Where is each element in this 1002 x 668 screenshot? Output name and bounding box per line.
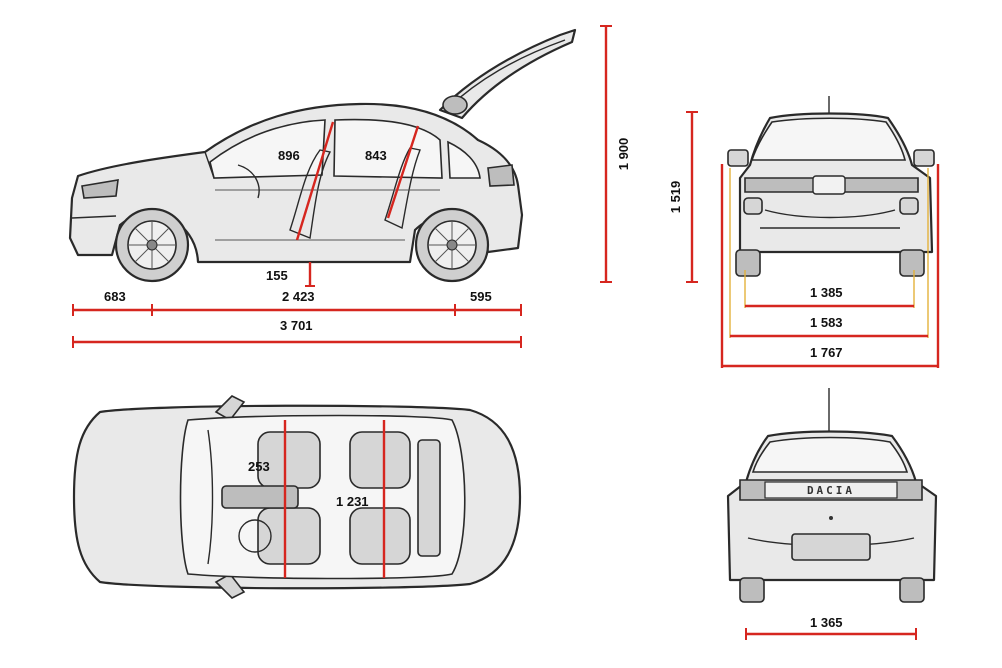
height-label: 1 519 <box>668 181 683 214</box>
front-seat-outline <box>289 149 332 239</box>
front-tyre-left <box>735 249 761 277</box>
headlight <box>81 179 119 199</box>
front-headroom-line <box>295 121 335 241</box>
rear-seat-outline <box>384 147 421 230</box>
open-tailgate <box>438 28 577 120</box>
rear-tyre-left <box>739 577 765 603</box>
mirror-right <box>913 149 935 167</box>
rear-logo: DACIA <box>807 484 855 497</box>
side-window-front <box>209 119 326 179</box>
rear-badge-panel <box>764 481 898 499</box>
front-seat-right <box>257 507 321 565</box>
rear-bench-right <box>349 507 411 565</box>
side-view: 896 843 155 1 900 683 2 423 595 3 701 <box>68 25 631 348</box>
rear-headroom-label: 843 <box>365 148 387 163</box>
top-view: 253 1 231 <box>72 395 522 599</box>
mirror-left <box>727 149 749 167</box>
width-mirrors-label: 1 767 <box>810 345 843 360</box>
front-tyre-right <box>899 249 925 277</box>
parcel-shelf <box>417 439 441 557</box>
windscreen <box>750 117 907 161</box>
wheelbase-label: 2 423 <box>282 289 315 304</box>
front-logo-plate <box>812 175 846 195</box>
width-body-label: 1 583 <box>810 315 843 330</box>
rear-bench-left <box>349 431 411 489</box>
fog-light-right <box>899 197 919 215</box>
overall-length-label: 3 701 <box>280 318 313 333</box>
fog-light-left <box>743 197 763 215</box>
front-headroom-label: 896 <box>278 148 300 163</box>
rear-track-label: 1 365 <box>810 615 843 630</box>
tailgate-hinge <box>442 95 468 115</box>
front-seat-offset-label: 253 <box>248 459 270 474</box>
rear-window <box>751 436 909 473</box>
steering-wheel <box>237 164 260 199</box>
ground-clearance-label: 155 <box>266 268 288 283</box>
rear-plate-recess <box>791 533 871 561</box>
front-view: 1 519 1 385 1 583 1 767 <box>668 96 940 368</box>
rear-view: DACIA 1 365 <box>726 388 938 640</box>
taillight <box>487 164 515 187</box>
front-overhang-label: 683 <box>104 289 126 304</box>
front-wheel <box>114 207 190 283</box>
interior-width-label: 1 231 <box>336 494 369 509</box>
front-track-label: 1 385 <box>810 285 843 300</box>
rear-overhang-label: 595 <box>470 289 492 304</box>
center-console <box>221 485 299 509</box>
height-open-label: 1 900 <box>616 138 631 171</box>
rear-tyre-right <box>899 577 925 603</box>
rear-wheel <box>414 207 490 283</box>
steering-wheel-top <box>238 519 272 553</box>
rear-headroom-line <box>386 125 420 219</box>
rear-quarter-window <box>447 140 481 179</box>
